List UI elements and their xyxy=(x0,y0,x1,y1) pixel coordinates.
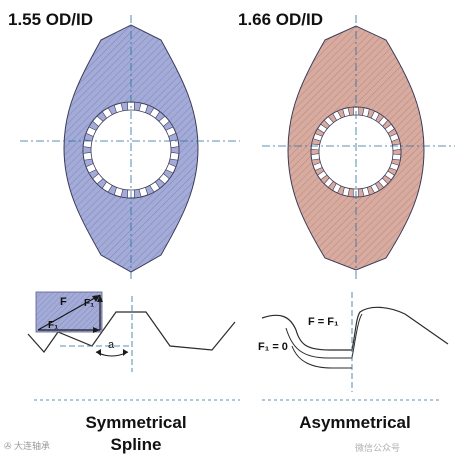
right-lobe-element xyxy=(262,15,455,280)
left-ratio-label: 1.55 OD/ID xyxy=(8,10,93,29)
right-tooth-profile: F = F₁ F₁ = 0 xyxy=(258,292,449,401)
equal-force-label: F = F₁ xyxy=(308,316,339,328)
right-profile-line-inner xyxy=(285,313,363,359)
left-tooth-profile: F F₁ F₁ a xyxy=(27,291,240,401)
watermark-left: ✇ 大连轴承 xyxy=(4,440,50,451)
left-caption-line2: Spline xyxy=(110,435,161,454)
force-component-label: F₁ xyxy=(84,298,94,309)
watermark-right: 微信公众号 xyxy=(355,442,400,453)
force-label: F xyxy=(60,296,67,308)
right-ratio-label: 1.66 OD/ID xyxy=(238,10,323,29)
left-caption-line1: Symmetrical xyxy=(85,413,186,432)
left-profile-line xyxy=(27,311,236,353)
angle-label: a xyxy=(108,339,115,351)
right-profile-line-outer xyxy=(291,345,352,369)
left-lobe-element xyxy=(20,15,240,280)
right-spline-teeth xyxy=(310,106,402,198)
force-horizontal-label: F₁ xyxy=(48,320,58,331)
right-caption: Asymmetrical xyxy=(299,413,411,432)
zero-force-label: F₁ = 0 xyxy=(258,341,288,353)
